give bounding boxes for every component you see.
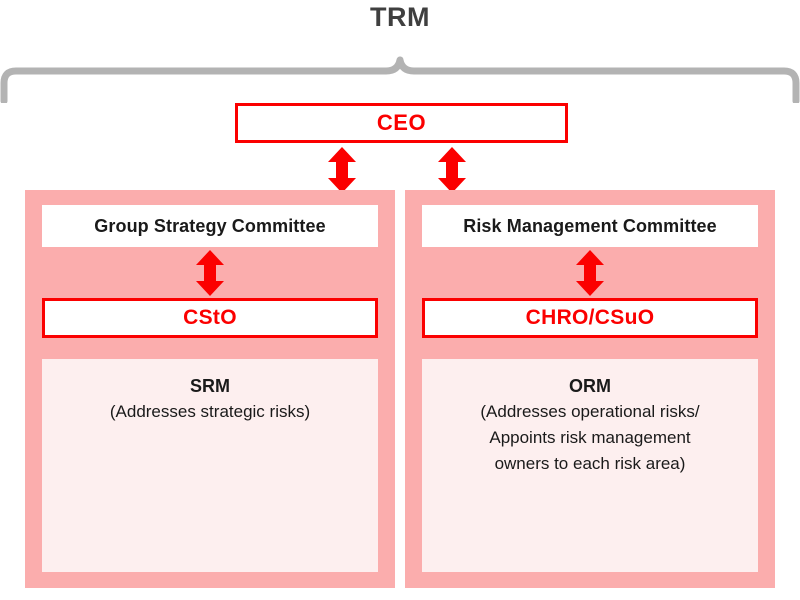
orm-description: (Addresses operational risks/ Appoints r… [422, 399, 758, 477]
group-strategy-committee-node[interactable]: Group Strategy Committee [42, 205, 378, 247]
group-strategy-committee-label: Group Strategy Committee [94, 215, 326, 236]
orm-title: ORM [569, 376, 611, 396]
srm-description: (Addresses strategic risks) [42, 399, 378, 425]
csto-node[interactable]: CStO [42, 298, 378, 338]
orm-block: ORM (Addresses operational risks/ Appoin… [422, 359, 758, 572]
curly-brace-icon [0, 55, 800, 105]
orm-description-line: owners to each risk area) [494, 454, 686, 473]
srm-block: SRM (Addresses strategic risks) [42, 359, 378, 572]
arrow-ceo-to-group-strategy-committee [327, 147, 357, 193]
arrow-group-strategy-committee-to-csto [195, 250, 225, 296]
csto-label: CStO [183, 306, 237, 329]
ceo-node[interactable]: CEO [235, 103, 568, 143]
arrow-ceo-to-risk-management-committee [437, 147, 467, 193]
risk-management-committee-node[interactable]: Risk Management Committee [422, 205, 758, 247]
arrow-risk-management-committee-to-chro-csuo [575, 250, 605, 296]
orm-description-line: Appoints risk management [489, 428, 691, 447]
srm-description-line: (Addresses strategic risks) [109, 402, 311, 421]
chro-csuo-node[interactable]: CHRO/CSuO [422, 298, 758, 338]
panel-operational-risk: Risk Management Committee CHRO/CSuO ORM … [405, 190, 775, 588]
ceo-label: CEO [376, 110, 427, 135]
srm-title: SRM [190, 376, 230, 396]
page-title: TRM [370, 2, 430, 32]
risk-management-committee-label: Risk Management Committee [463, 215, 717, 236]
panel-strategic-risk: Group Strategy Committee CStO SRM (Addre… [25, 190, 395, 588]
chro-csuo-label: CHRO/CSuO [525, 306, 655, 329]
orm-description-line: (Addresses operational risks/ [480, 402, 700, 421]
